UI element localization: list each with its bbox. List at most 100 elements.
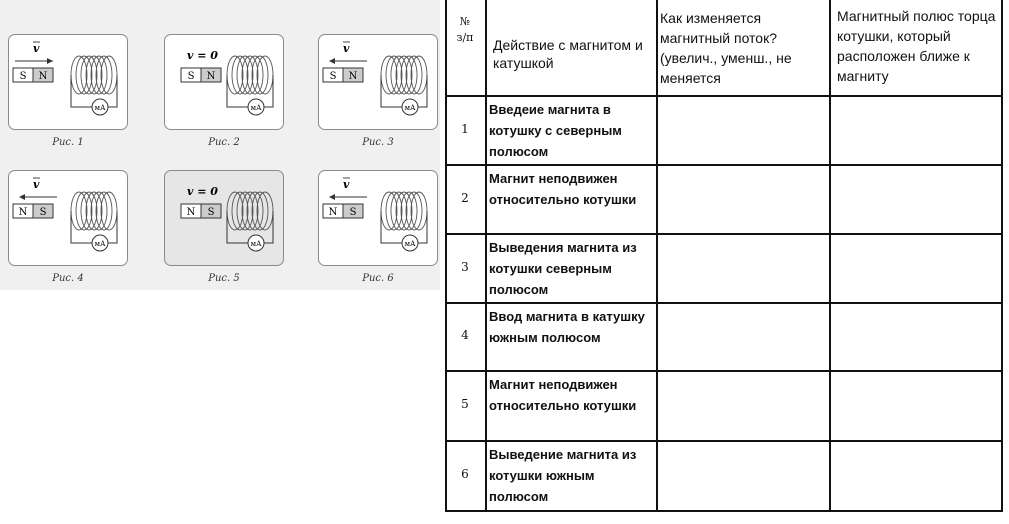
- coil-turn: [75, 191, 93, 231]
- coil-turn: [75, 55, 93, 95]
- row-action: Магнит неподвижен относительно котушки: [489, 377, 637, 413]
- milliammeter-icon: [247, 98, 265, 116]
- magnet-right-pole-label: N: [349, 71, 358, 82]
- coil-wire-left: [380, 75, 403, 108]
- milliammeter-icon: [247, 234, 265, 252]
- row-number: 3: [461, 259, 469, 274]
- row-number: 4: [461, 328, 469, 342]
- coil-turn: [246, 55, 264, 95]
- magnet-coil-diagram: S NмА v: [322, 41, 428, 116]
- milliammeter-icon: [401, 234, 419, 252]
- row-divider: [445, 95, 1002, 97]
- coil-turn: [405, 191, 423, 231]
- coil-wire-left: [380, 211, 403, 244]
- coil-wire-left: [70, 211, 93, 244]
- coil-turn: [410, 55, 428, 95]
- magnet-right-pole: [32, 67, 54, 83]
- velocity-label: v: [33, 178, 40, 191]
- figure-caption: Рис. 3: [362, 137, 394, 148]
- milliammeter-label: мА: [95, 240, 106, 248]
- arrow-left-icon: [329, 58, 335, 64]
- magnet-right-pole: [342, 67, 364, 83]
- coil-turn: [231, 191, 249, 231]
- magnet-coil-diagram: N SмА v = 0: [180, 185, 274, 252]
- header-number: № з/п: [445, 14, 485, 46]
- row-number: 2: [461, 190, 469, 205]
- coil-turn: [80, 55, 98, 95]
- row-number: 6: [461, 467, 469, 481]
- header-pole: Магнитный полюс торца котушки, который р…: [837, 8, 996, 84]
- coil-turn: [385, 55, 403, 95]
- magnet-right-pole: [200, 67, 222, 83]
- magnet-left-pole-label: N: [19, 207, 28, 218]
- milliammeter-label: мА: [405, 240, 416, 248]
- row-action: Выведения магнита из котушки северным по…: [489, 240, 637, 297]
- column-divider: [829, 0, 831, 512]
- magnet-left-pole-label: S: [20, 71, 27, 82]
- row-divider: [445, 233, 1002, 235]
- coil-turn: [395, 191, 413, 231]
- coil-turn: [251, 191, 269, 231]
- coil-turn: [90, 191, 108, 231]
- row-action: Выведение магнита из котушки южным полюс…: [489, 447, 637, 504]
- header-number-symbol: №: [459, 15, 471, 28]
- coil-turn: [100, 191, 118, 231]
- header-flux: Как изменяется магнитный поток? (увелич.…: [660, 10, 792, 86]
- coil-turn: [236, 55, 254, 95]
- coil-turn: [256, 191, 274, 231]
- milliammeter-icon: [401, 98, 419, 116]
- coil-turn: [390, 191, 408, 231]
- coil-turn: [70, 191, 88, 231]
- magnet-right-pole-label: S: [40, 207, 47, 218]
- magnet-left-pole-label: S: [330, 71, 337, 82]
- coil-turn: [236, 191, 254, 231]
- milliammeter-icon: [91, 98, 109, 116]
- magnet-left-pole-label: N: [187, 207, 196, 218]
- milliammeter-label: мА: [251, 104, 262, 112]
- coil-turn: [90, 55, 108, 95]
- coil-wire-left: [70, 75, 93, 108]
- coil-wire-right: [263, 211, 274, 244]
- coil-turn: [380, 55, 398, 95]
- figure-caption: Рис. 4: [52, 273, 84, 284]
- coil-turn: [95, 191, 113, 231]
- coil-turn: [400, 55, 418, 95]
- coil-wire-left: [226, 211, 249, 244]
- coil-turn: [246, 191, 264, 231]
- coil-turn: [380, 191, 398, 231]
- coil-turn: [226, 55, 244, 95]
- coil-turn: [385, 191, 403, 231]
- column-divider: [485, 0, 487, 512]
- velocity-label: v: [33, 42, 40, 55]
- magnet-left-pole-label: N: [329, 207, 338, 218]
- experiment-table: № з/п Действие с магнитом и катушкой Как…: [445, 0, 1003, 512]
- coil-turn: [390, 55, 408, 95]
- coil-turn: [95, 55, 113, 95]
- milliammeter-label: мА: [251, 240, 262, 248]
- coil-turn: [80, 191, 98, 231]
- magnet-right-pole: [200, 203, 222, 219]
- coil-turn: [395, 55, 413, 95]
- velocity-zero-label: v = 0: [187, 185, 218, 198]
- coil-turn: [405, 55, 423, 95]
- milliammeter-label: мА: [95, 104, 106, 112]
- coil-turn: [226, 191, 244, 231]
- magnet-right-pole-label: S: [208, 207, 215, 218]
- milliammeter-label: мА: [405, 104, 416, 112]
- magnet-right-pole: [342, 203, 364, 219]
- table-border-bottom: [445, 510, 1002, 512]
- velocity-label: v: [343, 42, 350, 55]
- row-action: Введеие магнита в котушку с северным пол…: [489, 102, 622, 159]
- row-action: Магнит неподвижен относительно котушки: [489, 171, 637, 207]
- figure-caption: Рис. 6: [362, 273, 394, 284]
- magnet-right-pole-label: N: [207, 71, 216, 82]
- coil-turn: [256, 55, 274, 95]
